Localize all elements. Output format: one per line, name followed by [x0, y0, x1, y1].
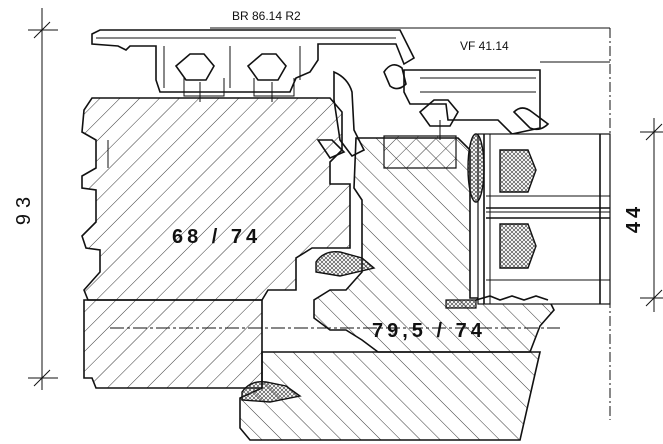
right-dimension: 44 [623, 118, 663, 312]
aluminium-top-profile: BR 86.14 R2 [91, 9, 416, 102]
dim-sash-label: 79,5 / 74 [372, 320, 486, 342]
glazing-seal [467, 133, 485, 203]
frame-timber: 68 / 74 [81, 97, 351, 301]
dim-frame-label: 68 / 74 [172, 226, 261, 248]
dim-left-label: 93 [13, 191, 35, 225]
profile-right-label: VF 41.14 [460, 39, 509, 53]
glazing-unit [477, 133, 611, 305]
aluminium-right-profile: VF 41.14 [383, 39, 550, 140]
dim-right-label: 44 [623, 203, 645, 233]
profile-top-label: BR 86.14 R2 [232, 9, 301, 23]
left-dimension: 93 [13, 8, 58, 390]
gaskets [241, 70, 549, 403]
